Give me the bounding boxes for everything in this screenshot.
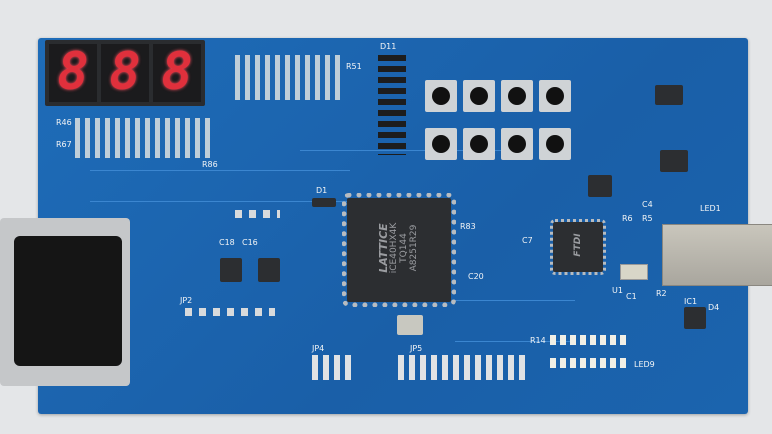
label-jp2: JP2 — [180, 296, 193, 305]
ic1-chip — [684, 307, 706, 329]
label-led1: LED1 — [700, 204, 721, 213]
label-r14: R14 — [530, 336, 546, 345]
label-r6: R6 — [622, 214, 633, 223]
fpga-lot: A8251R29 — [409, 224, 419, 272]
label-jp4: JP4 — [312, 344, 325, 353]
push-button[interactable] — [425, 128, 457, 160]
digit: 8 — [49, 44, 97, 102]
label-d4: D4 — [708, 303, 720, 312]
ftdi-brand: FTDI — [573, 233, 583, 257]
diode — [312, 198, 336, 207]
label-r83: R83 — [460, 222, 476, 231]
digit: 8 — [101, 44, 149, 102]
label-led9: LED9 — [634, 360, 655, 369]
chip — [588, 175, 612, 197]
voltage-regulator — [660, 150, 688, 172]
trace — [455, 300, 575, 342]
label-c16: C16 — [242, 238, 258, 247]
resistor-array — [235, 55, 345, 100]
label-c7: C7 — [522, 236, 533, 245]
push-button[interactable] — [463, 80, 495, 112]
label-r46: R46 — [56, 118, 72, 127]
usb-b-connector[interactable] — [662, 224, 772, 286]
push-button[interactable] — [463, 128, 495, 160]
led-row — [550, 358, 630, 368]
label-d1: D1 — [316, 186, 328, 195]
label-r2: R2 — [656, 289, 667, 298]
button-grid — [425, 80, 571, 160]
label-c4: C4 — [642, 200, 653, 209]
label-c18: C18 — [219, 238, 235, 247]
label-jp5: JP5 — [410, 344, 423, 353]
label-d11: D11 — [380, 42, 397, 51]
fpga-package: TQ144 — [399, 233, 409, 263]
resistor-array — [75, 118, 215, 158]
label-r67: R67 — [56, 140, 72, 149]
trace — [90, 170, 350, 202]
digit: 8 — [153, 44, 201, 102]
label-c1: C1 — [626, 292, 637, 301]
fpga-chip: LATTICE iCE40HX4K TQ144 A8251R29 — [342, 193, 456, 307]
label-u1: U1 — [612, 286, 623, 295]
header-jp5[interactable] — [398, 355, 526, 380]
resistor-row — [550, 335, 630, 345]
label-ic1: IC1 — [684, 297, 698, 306]
jumper-jp2[interactable] — [185, 308, 275, 316]
label-r5: R5 — [642, 214, 653, 223]
db9-connector[interactable] — [0, 218, 130, 386]
fpga-brand: LATTICE — [377, 223, 390, 273]
push-button[interactable] — [501, 128, 533, 160]
label-c20: C20 — [468, 272, 484, 281]
usb-uart-chip: FTDI — [550, 219, 606, 275]
label-r51: R51 — [346, 62, 362, 71]
push-button[interactable] — [539, 128, 571, 160]
label-r86: R86 — [202, 160, 218, 169]
seven-segment-display: 8 8 8 — [45, 40, 205, 106]
push-button[interactable] — [501, 80, 533, 112]
pads — [235, 210, 280, 218]
chip — [220, 258, 242, 282]
trace — [300, 150, 530, 191]
voltage-regulator — [655, 85, 683, 105]
push-button[interactable] — [425, 80, 457, 112]
crystal — [397, 315, 423, 335]
chip — [258, 258, 280, 282]
crystal — [620, 264, 648, 280]
push-button[interactable] — [539, 80, 571, 112]
diode-array — [378, 55, 406, 155]
header-jp4[interactable] — [312, 355, 356, 380]
fpga-part: iCE40HX4K — [389, 222, 399, 274]
